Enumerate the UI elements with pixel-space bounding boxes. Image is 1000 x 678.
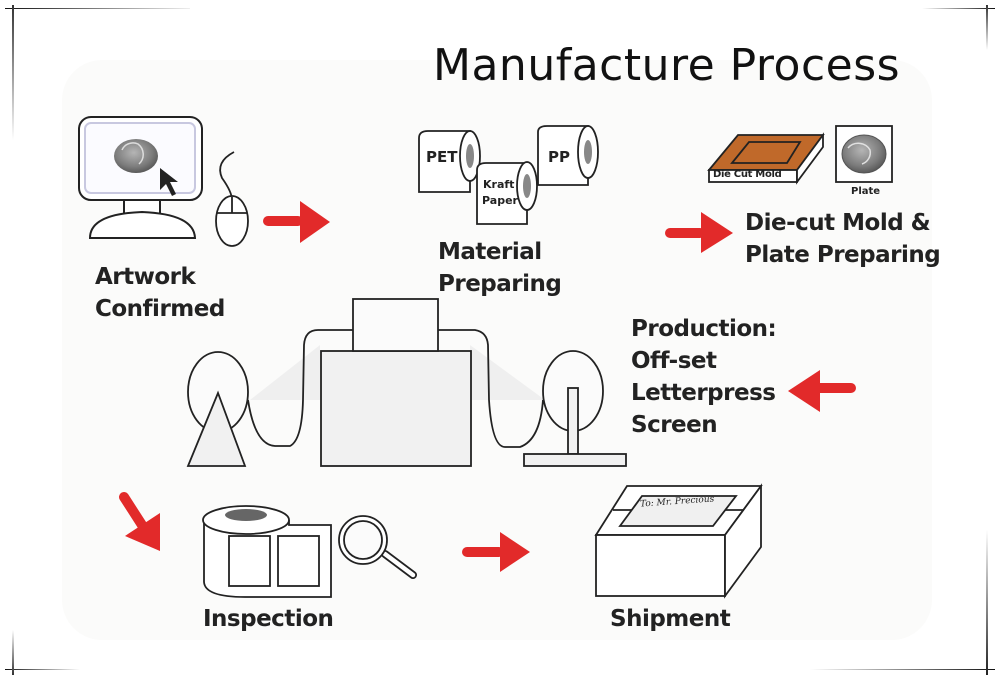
step-die-cut-plate-preparing: Die-cut Mold & Plate Preparing <box>745 207 941 271</box>
plate-label: Plate <box>851 186 881 197</box>
crop-mark-bottom-left-v <box>12 630 14 675</box>
roll-pet-icon <box>418 130 481 193</box>
kraft-label-line2: Paper <box>482 194 518 207</box>
arrow-left-production <box>788 370 856 412</box>
crop-mark-top-left-h <box>5 8 190 9</box>
crop-mark-top-left-v <box>12 5 14 140</box>
step-label-line: Shipment <box>610 606 731 632</box>
artwork-plate-icon <box>114 139 158 173</box>
step-label-line: Screen <box>631 412 718 438</box>
rewind-reel-icon <box>523 350 627 467</box>
step-label-line: Die-cut Mold & <box>745 210 931 236</box>
step-production: Production: Off-set Letterpress Screen <box>631 313 777 441</box>
roll-kraft-paper-icon <box>476 161 538 225</box>
arrow-right-1 <box>263 201 330 243</box>
step-label-line: Material <box>438 239 542 265</box>
step-shipment: Shipment <box>610 603 731 635</box>
cursor-icon <box>160 168 178 196</box>
step-label-line: Off-set <box>631 348 717 374</box>
arrow-right-2 <box>665 212 733 253</box>
step-material-preparing: Material Preparing <box>438 236 562 300</box>
step-label-line: Preparing <box>438 271 562 297</box>
crop-mark-top-right-h <box>922 8 995 9</box>
step-label-line: Plate Preparing <box>745 242 941 268</box>
label-roll-icon <box>202 505 332 598</box>
pet-label: PET <box>426 148 458 166</box>
die-cut-mold-icon <box>707 132 825 185</box>
plate-icon <box>835 125 893 183</box>
crop-mark-bottom-left-h <box>5 669 80 670</box>
arrow-down-right <box>119 492 160 551</box>
pp-label: PP <box>548 148 570 166</box>
magnifying-glass-icon <box>338 515 417 579</box>
step-artwork-confirmed: Artwork Confirmed <box>95 261 225 325</box>
crop-mark-bottom-right-v <box>986 530 988 675</box>
arrow-right-3 <box>462 532 530 572</box>
computer-monitor-icon <box>78 116 203 239</box>
page-title: Manufacture Process <box>433 40 901 91</box>
step-label-line: Letterpress <box>631 380 776 406</box>
kraft-label-line1: Kraft <box>483 178 515 191</box>
mouse-icon <box>215 151 249 247</box>
step-inspection: Inspection <box>203 603 334 635</box>
step-label-line: Production: <box>631 316 777 342</box>
crop-mark-bottom-right-h <box>810 669 995 670</box>
roll-pp-icon <box>537 125 599 186</box>
crop-mark-top-right-v <box>986 5 988 50</box>
step-label-line: Confirmed <box>95 296 225 322</box>
step-label-line: Inspection <box>203 606 334 632</box>
die-cut-mold-label: Die Cut Mold <box>713 169 782 180</box>
step-label-line: Artwork <box>95 264 196 290</box>
printing-press-icon <box>247 298 545 467</box>
shipment-box-icon <box>594 483 763 599</box>
unwind-reel-icon <box>186 351 249 467</box>
